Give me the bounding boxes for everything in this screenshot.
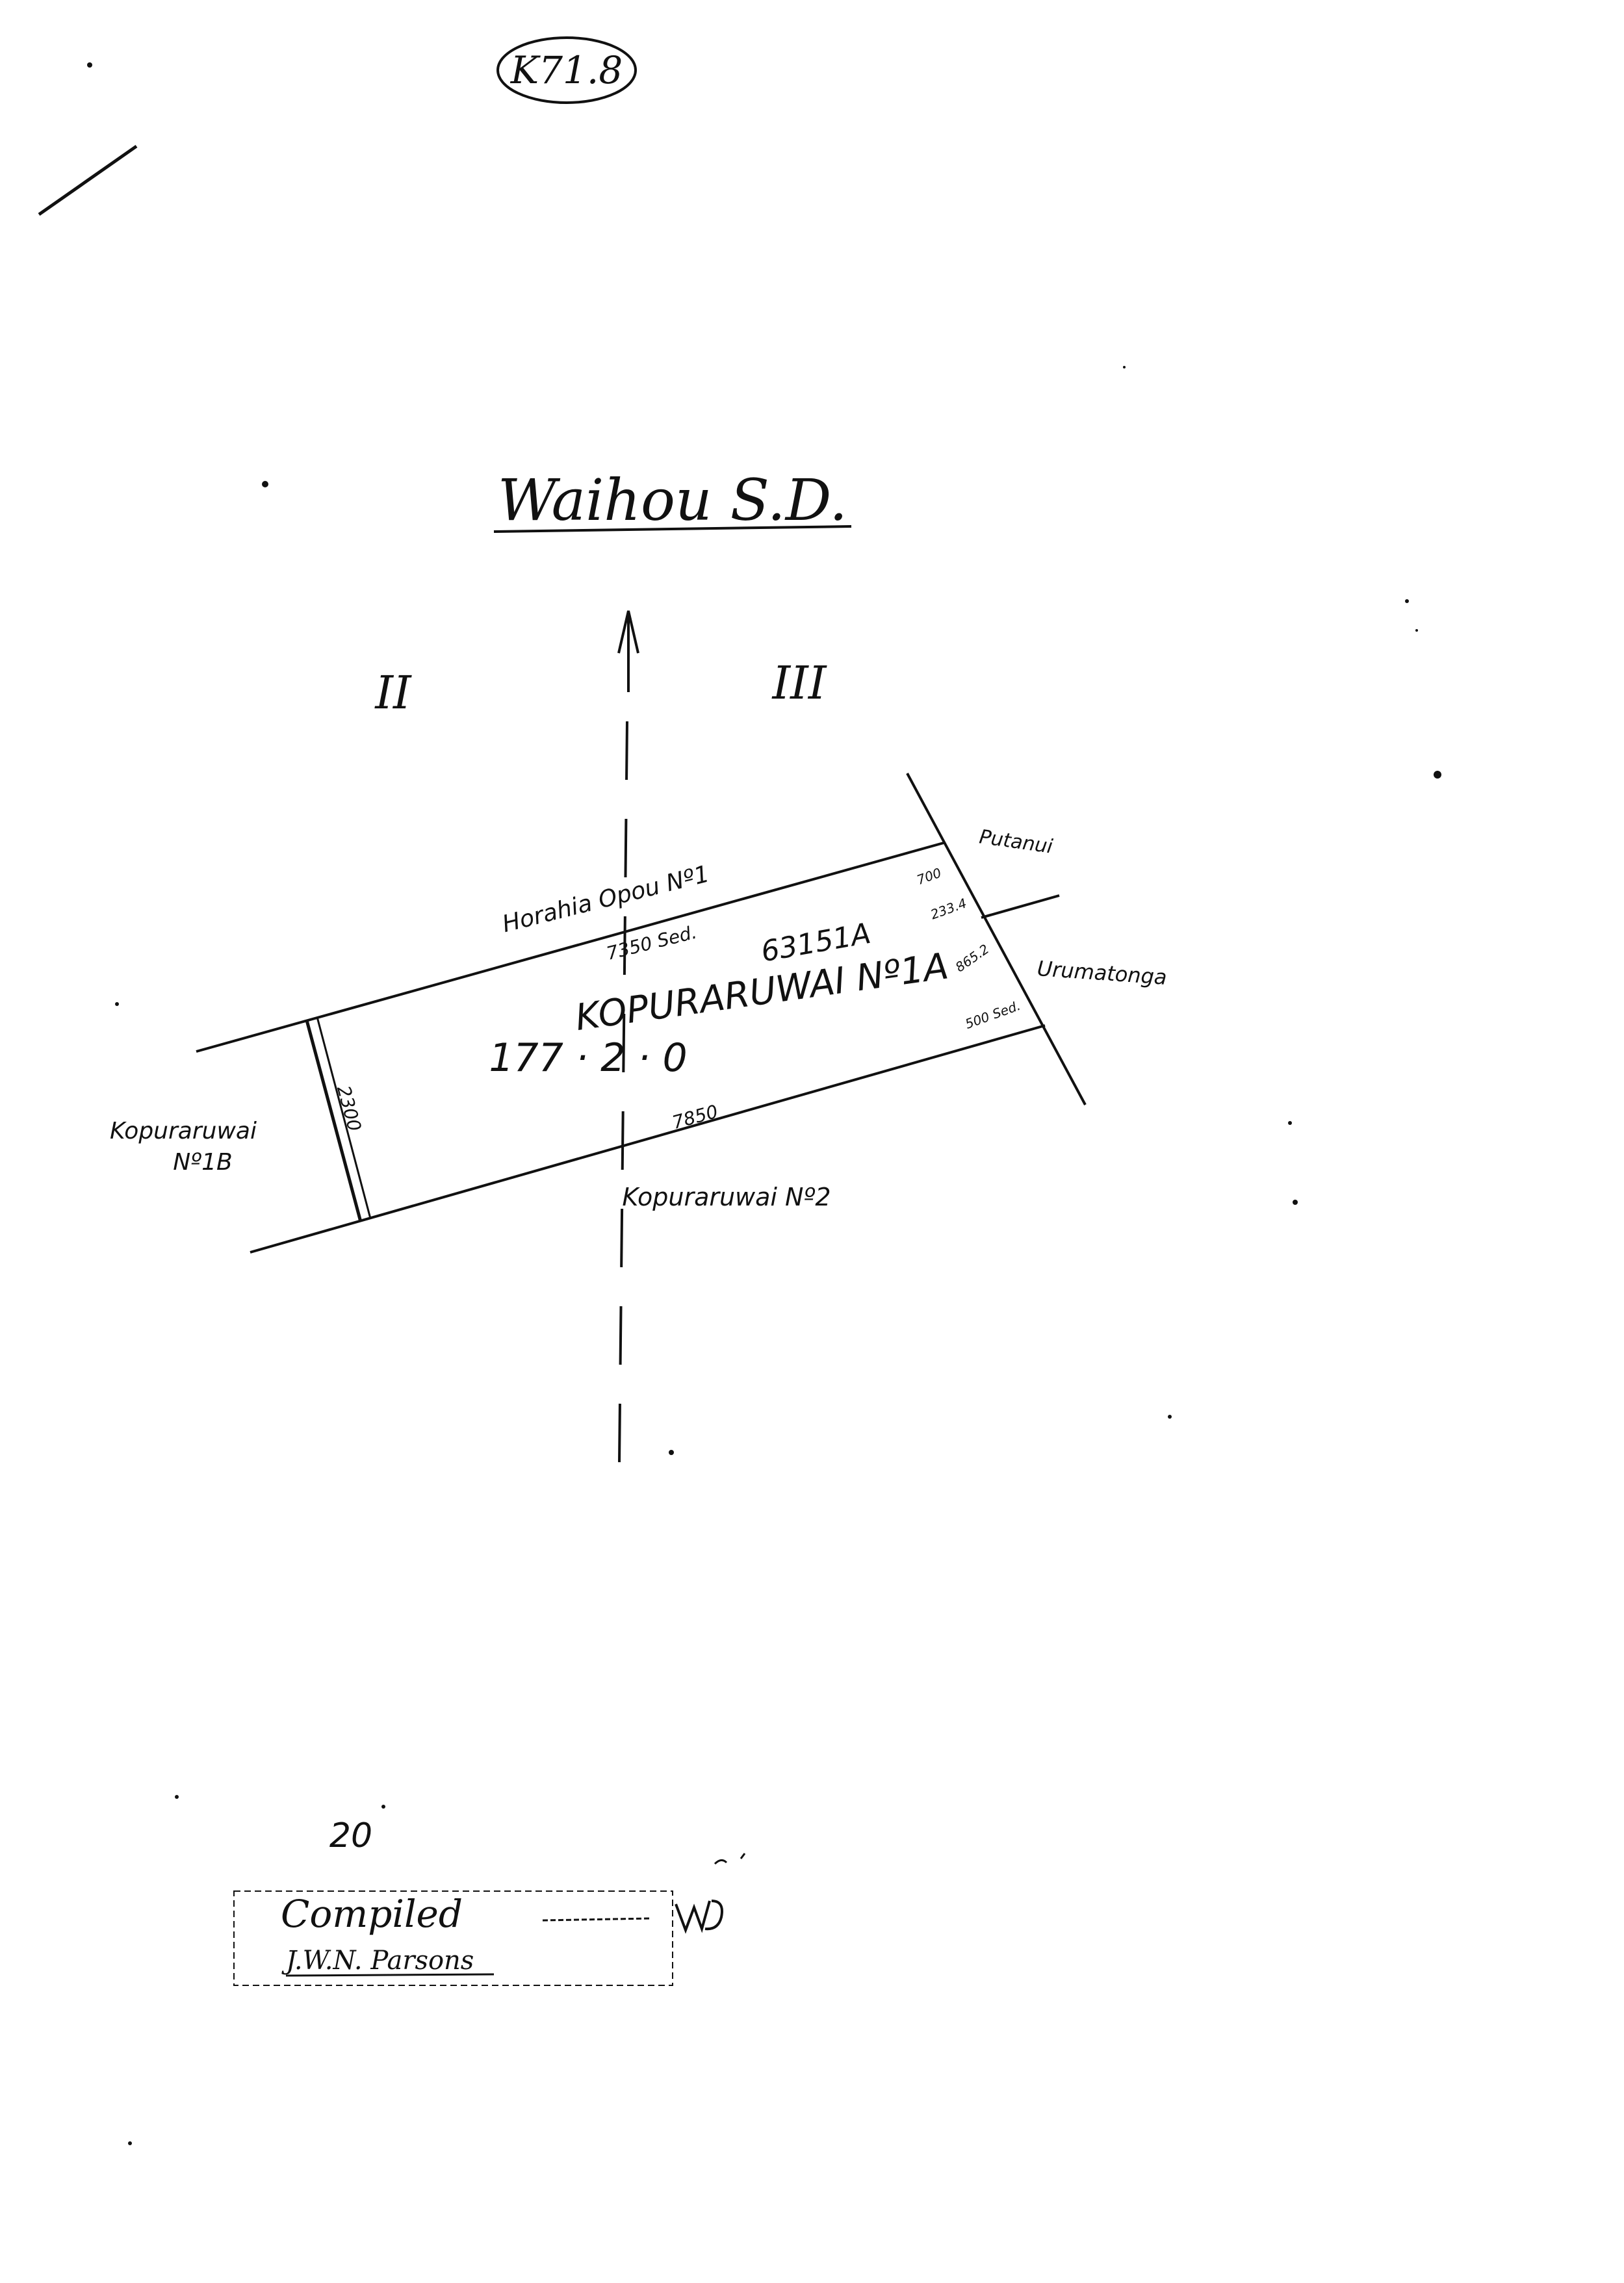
speck xyxy=(1123,366,1126,368)
initials-mark xyxy=(675,1900,723,1934)
speck xyxy=(1293,1200,1298,1205)
south-side-length: 7850 xyxy=(670,1101,720,1133)
stamp-signature: J.W.N. Parsons xyxy=(281,1946,474,1976)
speck xyxy=(175,1795,179,1799)
speck xyxy=(128,2141,132,2145)
east-boundary xyxy=(906,773,1087,1105)
parcel-area: 177 · 2 · 0 xyxy=(489,1035,687,1081)
reference-number: K71.8 xyxy=(510,48,623,92)
speck xyxy=(1168,1415,1172,1419)
speck xyxy=(1434,771,1441,779)
east-bottom-length: 500 Sed. xyxy=(963,998,1022,1032)
survey-district-title: Waihou S.D. xyxy=(498,467,847,534)
east-side-division xyxy=(981,894,1060,919)
speck xyxy=(1415,629,1418,632)
stamp-frame xyxy=(233,1890,673,1986)
neighbour-east: Urumatonga xyxy=(1037,956,1168,990)
block-left-number: II xyxy=(374,666,412,719)
meridian-line xyxy=(618,721,628,1463)
speck xyxy=(115,1002,119,1006)
title-underline xyxy=(493,525,852,533)
initials-hook xyxy=(714,1853,746,1865)
speck xyxy=(1288,1121,1292,1125)
reference-oval xyxy=(496,36,637,104)
stamp-compiled-line xyxy=(542,1917,651,1922)
east-mid1-length: 233.4 xyxy=(929,895,969,922)
north-boundary xyxy=(196,842,944,1053)
block-right-number: III xyxy=(771,656,827,710)
north-arrow-head xyxy=(617,610,639,654)
neighbour-west-line1: Kopuraruwai xyxy=(110,1118,257,1144)
neighbour-west-line2: Nº1B xyxy=(173,1149,233,1176)
neighbour-south: Kopuraruwai Nº2 xyxy=(622,1183,831,1211)
west-side-length: 2300 xyxy=(333,1083,365,1133)
speck xyxy=(381,1805,385,1809)
speck xyxy=(87,62,92,68)
stamp-day: 20 xyxy=(329,1816,372,1855)
west-boundary-shadow xyxy=(316,1016,372,1219)
west-boundary xyxy=(305,1020,363,1222)
speck xyxy=(1405,599,1409,603)
south-boundary xyxy=(250,1024,1046,1254)
east-mid2-length: 865.2 xyxy=(953,941,992,975)
corner-mark xyxy=(38,144,138,216)
east-top-length: 700 xyxy=(915,865,944,888)
speck xyxy=(262,481,268,487)
north-side-length: 7350 Sed. xyxy=(604,922,699,964)
neighbour-northeast: Putanui xyxy=(978,825,1055,858)
speck xyxy=(669,1450,674,1455)
stamp-compiled: Compiled xyxy=(281,1892,463,1936)
stamp-signature-line xyxy=(285,1973,495,1977)
